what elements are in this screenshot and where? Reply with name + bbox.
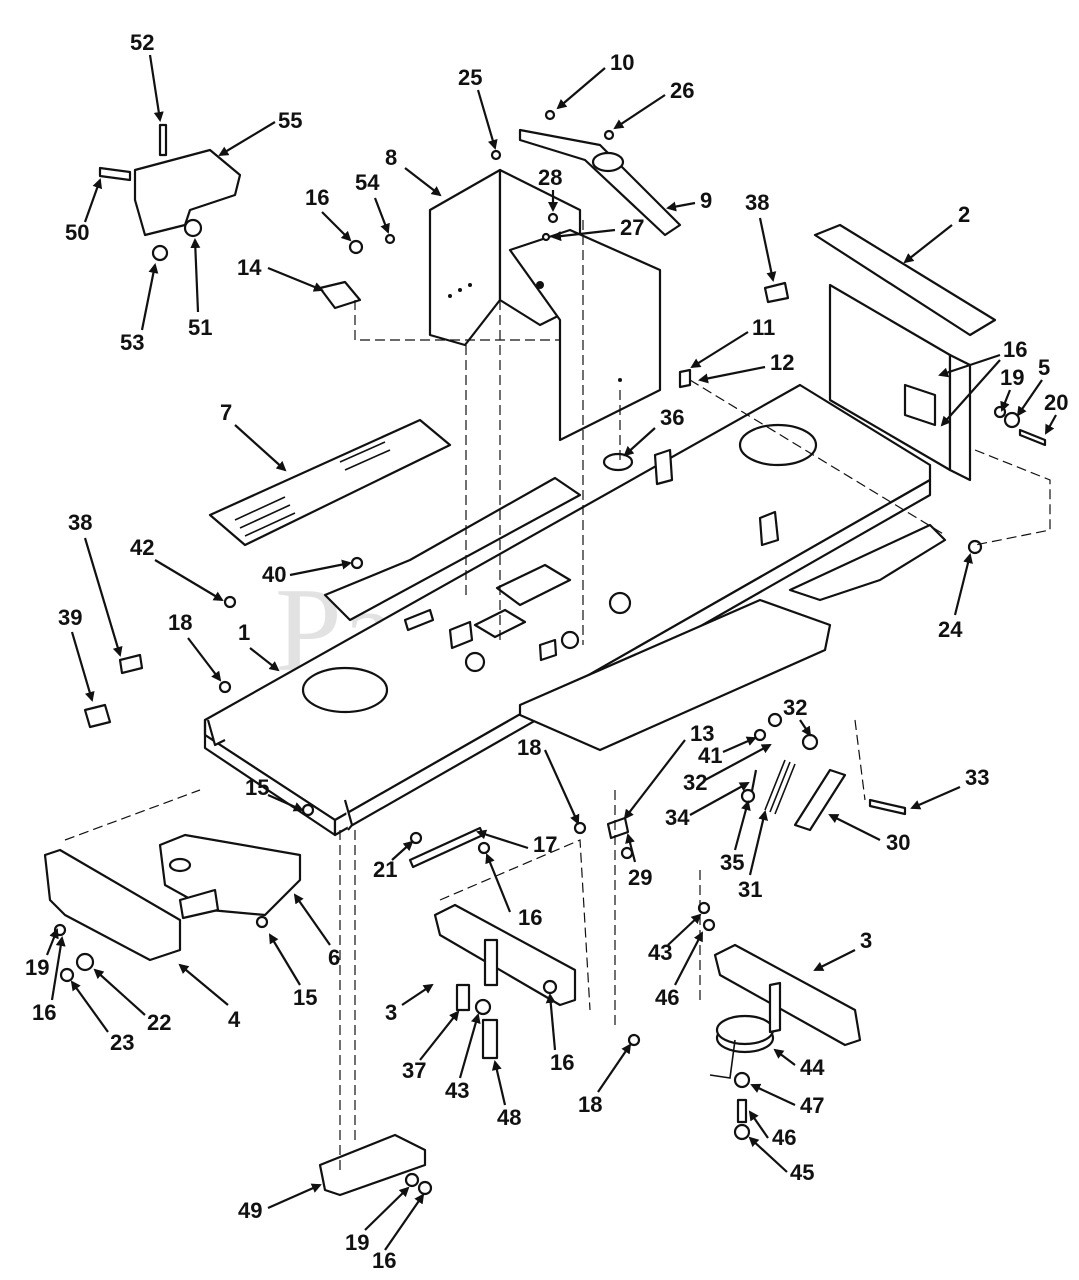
- callout-42: 42: [130, 535, 154, 560]
- part-4-6-brackets: [43, 833, 302, 983]
- callout-36: 36: [660, 405, 684, 430]
- callout-39: 39: [58, 605, 82, 630]
- part-7-plate: [208, 418, 452, 547]
- callout-19: 19: [25, 955, 49, 980]
- callout-5: 5: [1038, 355, 1050, 380]
- part-2-side-panel: [813, 223, 997, 482]
- callout-54: 54: [355, 170, 380, 195]
- callout-29: 29: [628, 865, 652, 890]
- callout-18: 18: [517, 735, 541, 760]
- callout-53: 53: [120, 330, 144, 355]
- callout-52: 52: [130, 30, 154, 55]
- callout-16: 16: [372, 1248, 396, 1273]
- callout-6: 6: [328, 945, 340, 970]
- part-8-dash-tower: [428, 128, 682, 442]
- callout-19: 19: [1000, 365, 1024, 390]
- callout-15: 15: [245, 775, 269, 800]
- callout-15: 15: [293, 985, 317, 1010]
- callout-38: 38: [68, 510, 92, 535]
- callout-16: 16: [518, 905, 542, 930]
- assembly-lines: [64, 220, 1051, 1170]
- callout-1: 1: [238, 620, 250, 645]
- callout-46: 46: [772, 1125, 796, 1150]
- callout-17: 17: [533, 832, 557, 857]
- callouts: 52 55 50 53 51 25 10 26 8 9 28 27 16 54 …: [25, 30, 1068, 1273]
- callout-19: 19: [345, 1230, 369, 1255]
- callout-2: 2: [958, 202, 970, 227]
- callout-4: 4: [228, 1007, 241, 1032]
- callout-20: 20: [1044, 390, 1068, 415]
- callout-55: 55: [278, 108, 302, 133]
- callout-22: 22: [147, 1010, 171, 1035]
- callout-8: 8: [385, 145, 397, 170]
- callout-26: 26: [670, 78, 694, 103]
- callout-23: 23: [110, 1030, 134, 1055]
- part-49-bracket: [318, 1133, 433, 1197]
- callout-50: 50: [65, 220, 89, 245]
- callout-40: 40: [262, 562, 286, 587]
- part-30-31-linkage: [740, 712, 907, 832]
- small-parts: [83, 109, 1047, 1047]
- callout-11: 11: [752, 315, 775, 340]
- callout-24: 24: [938, 617, 963, 642]
- callout-33: 33: [965, 765, 989, 790]
- callout-44: 44: [800, 1055, 825, 1080]
- callout-3: 3: [860, 928, 872, 953]
- callout-51: 51: [188, 315, 212, 340]
- callout-10: 10: [610, 50, 634, 75]
- callout-46: 46: [655, 985, 679, 1010]
- callout-49: 49: [238, 1198, 262, 1223]
- callout-43: 43: [445, 1078, 469, 1103]
- callout-14: 14: [237, 255, 262, 280]
- callout-32: 32: [683, 770, 707, 795]
- callout-30: 30: [886, 830, 910, 855]
- callout-16: 16: [32, 1000, 56, 1025]
- callout-45: 45: [790, 1160, 814, 1185]
- callout-18: 18: [168, 610, 192, 635]
- callout-7: 7: [220, 400, 232, 425]
- callout-32: 32: [783, 695, 807, 720]
- callout-9: 9: [700, 188, 712, 213]
- callout-18: 18: [578, 1092, 602, 1117]
- callout-28: 28: [538, 165, 562, 190]
- callout-35: 35: [720, 850, 744, 875]
- callout-41: 41: [698, 743, 722, 768]
- callout-31: 31: [738, 877, 762, 902]
- callout-48: 48: [497, 1105, 521, 1130]
- part-55-bracket: [98, 123, 242, 262]
- part-3-center-bracket: [433, 903, 577, 1060]
- callout-3: 3: [385, 1000, 397, 1025]
- callout-27: 27: [620, 215, 644, 240]
- callout-47: 47: [800, 1093, 824, 1118]
- callout-37: 37: [402, 1058, 426, 1083]
- callout-21: 21: [373, 857, 397, 882]
- callout-34: 34: [665, 805, 690, 830]
- main-frame: [203, 383, 947, 837]
- callout-25: 25: [458, 65, 482, 90]
- callout-13: 13: [690, 721, 714, 746]
- part-3-right-bracket: [709, 943, 862, 1141]
- callout-38: 38: [745, 190, 769, 215]
- callout-16: 16: [1003, 337, 1027, 362]
- callout-16: 16: [305, 185, 329, 210]
- callout-12: 12: [770, 350, 794, 375]
- callout-16: 16: [550, 1050, 574, 1075]
